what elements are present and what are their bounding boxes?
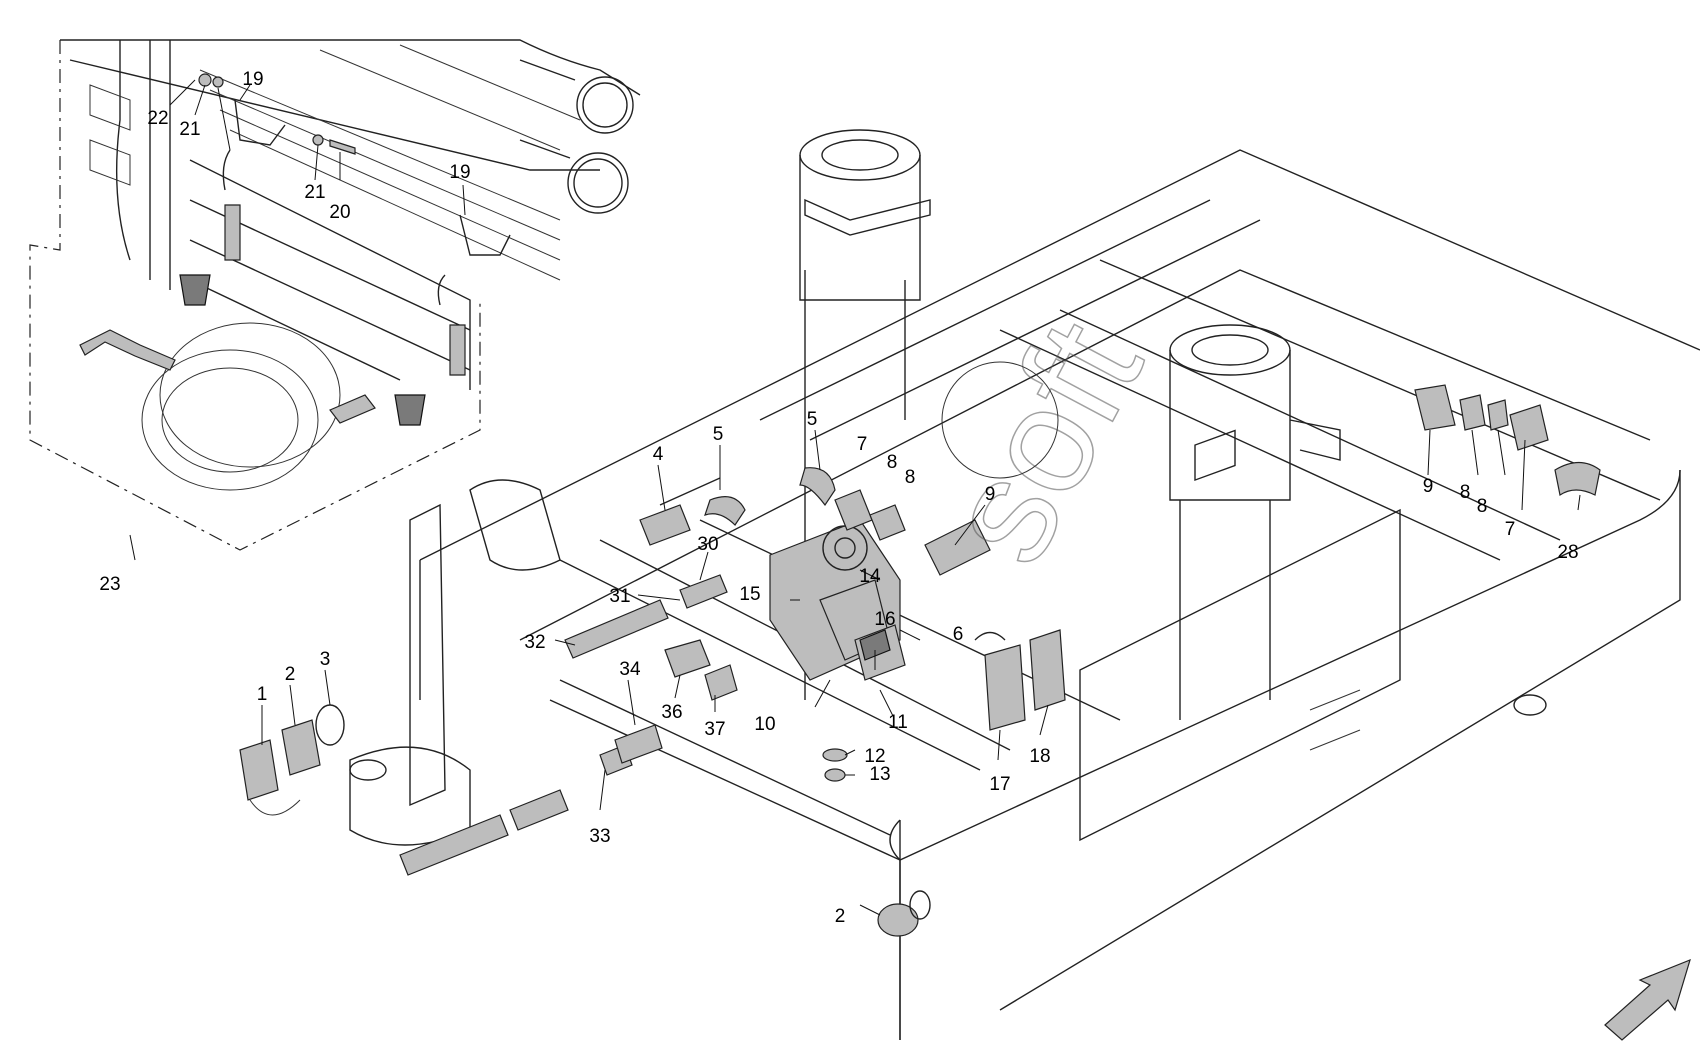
watermark-ring [941, 361, 1059, 479]
callout-32: 32 [524, 632, 545, 653]
callout-2: 2 [285, 664, 296, 685]
callout-8: 8 [1477, 496, 1488, 517]
callout-6: 6 [953, 624, 964, 645]
callout-20: 20 [329, 202, 350, 223]
callout-14: 14 [859, 566, 881, 587]
callout-1: 1 [257, 684, 268, 705]
callout-37: 37 [704, 719, 725, 740]
callout-19: 19 [449, 162, 470, 183]
callout-2: 2 [835, 906, 846, 927]
callout-28: 28 [1557, 542, 1578, 563]
callout-8: 8 [1460, 482, 1471, 503]
callout-8: 8 [887, 452, 898, 473]
callout-7: 7 [1505, 519, 1516, 540]
callout-17: 17 [989, 774, 1010, 795]
callout-5: 5 [807, 409, 818, 430]
pump-assembly [239, 384, 1601, 937]
callout-22: 22 [147, 108, 168, 129]
callout-12: 12 [864, 746, 885, 767]
callout-8: 8 [905, 467, 916, 488]
callout-23: 23 [99, 574, 120, 595]
callout-18: 18 [1029, 746, 1050, 767]
callout-34: 34 [619, 659, 641, 680]
direction-arrow-icon [1604, 958, 1691, 1041]
callout-9: 9 [1423, 476, 1434, 497]
callout-4: 4 [653, 444, 664, 465]
callout-15: 15 [739, 584, 760, 605]
leader-lines [129, 79, 1581, 916]
callout-5: 5 [713, 424, 724, 445]
chassis-frame [349, 149, 1700, 1040]
callout-21: 21 [304, 182, 325, 203]
callout-21: 21 [179, 119, 200, 140]
callout-19: 19 [242, 69, 263, 90]
callout-11: 11 [888, 712, 908, 733]
callout-9: 9 [985, 484, 996, 505]
callout-3: 3 [320, 649, 331, 670]
callout-13: 13 [869, 764, 890, 785]
callout-10: 10 [754, 714, 775, 735]
callout-31: 31 [609, 586, 630, 607]
callout-30: 30 [697, 534, 718, 555]
callout-36: 36 [661, 702, 682, 723]
inset-detail-view [29, 39, 641, 551]
callout-labels: 1 2 2 3 4 5 5 6 7 7 8 8 8 8 9 9 10 11 12… [99, 69, 1578, 927]
callout-7: 7 [857, 434, 868, 455]
callout-16: 16 [874, 609, 895, 630]
callout-33: 33 [589, 826, 610, 847]
